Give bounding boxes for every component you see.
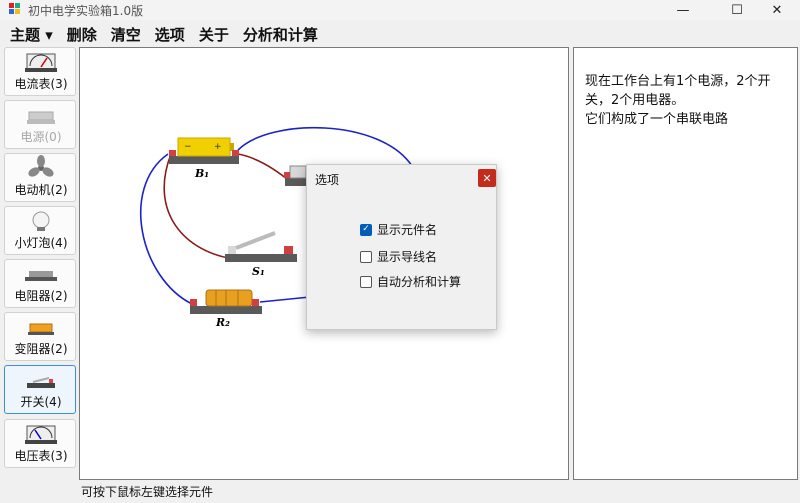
resistor-icon: [25, 271, 57, 281]
rheostat-icon: [28, 323, 54, 335]
menu-options[interactable]: 选项: [154, 25, 185, 44]
tool-rheostat[interactable]: 变阻器(2): [4, 312, 76, 361]
tool-label: 电源(0): [20, 130, 62, 144]
option-label: 显示元件名: [377, 223, 438, 237]
switch-icon: [27, 377, 55, 388]
resistor-r2[interactable]: R₂: [190, 289, 262, 329]
tool-label: 电动机(2): [14, 183, 68, 197]
checkbox-checked-icon[interactable]: ✓: [360, 223, 372, 236]
circuit-diagram: − + B₁ S₁ R₂: [139, 126, 413, 329]
bulb-icon: [32, 211, 50, 231]
svg-text:−: −: [184, 142, 192, 152]
component-toolbox: 电流表(3) 电源(0) 电动机(2) 小灯泡(4) 电阻器(2): [2, 47, 77, 480]
tool-voltmeter[interactable]: 电压表(3): [4, 419, 76, 468]
option-show-component-names[interactable]: ✓ 显示元件名: [360, 221, 437, 238]
minimize-icon[interactable]: —: [676, 2, 690, 18]
dialog-title: 选项: [315, 173, 340, 187]
voltmeter-icon: [25, 425, 57, 444]
close-window-icon[interactable]: ✕: [771, 2, 783, 18]
analysis-text: 现在工作台上有1个电源，2个开关，2个用电器。 它们构成了一个串联电路: [585, 74, 771, 127]
option-show-wire-names[interactable]: 显示导线名: [360, 248, 437, 265]
battery-b1[interactable]: − + B₁: [169, 137, 239, 180]
checkbox-unchecked-icon[interactable]: [360, 275, 372, 288]
tool-resistor[interactable]: 电阻器(2): [4, 259, 76, 308]
tool-battery[interactable]: 电源(0): [4, 100, 76, 149]
menu-analyze[interactable]: 分析和计算: [242, 25, 318, 44]
menu-delete[interactable]: 删除: [66, 25, 97, 44]
tool-bulb[interactable]: 小灯泡(4): [4, 206, 76, 255]
tool-label: 电阻器(2): [14, 289, 68, 303]
menu-bar: 主题 ▾ 删除 清空 选项 关于 分析和计算: [0, 22, 800, 46]
switch-label: S₁: [252, 265, 265, 278]
fan-motor-icon: [28, 155, 54, 177]
wire-blue-top: [237, 126, 413, 167]
battery-label: B₁: [194, 167, 209, 180]
tool-label: 开关(4): [20, 395, 62, 409]
battery-icon: [27, 111, 55, 124]
option-label: 自动分析和计算: [377, 275, 462, 289]
tool-label: 电压表(3): [14, 449, 68, 463]
option-label: 显示导线名: [377, 250, 438, 264]
dialog-close-button[interactable]: ✕: [478, 169, 496, 187]
tool-label: 变阻器(2): [14, 342, 68, 356]
svg-text:+: +: [214, 142, 222, 152]
ammeter-icon: [25, 53, 57, 72]
component-motor-partial[interactable]: [284, 165, 313, 186]
option-auto-analyze[interactable]: 自动分析和计算: [360, 273, 461, 290]
wire-red-battery-to-motor: [237, 153, 293, 184]
tool-ammeter[interactable]: 电流表(3): [4, 47, 76, 96]
tool-switch[interactable]: 开关(4): [4, 365, 76, 414]
menu-about[interactable]: 关于: [198, 25, 229, 44]
window-title: 初中电学实验箱1.0版: [28, 4, 144, 18]
options-dialog: 选项 ✕ ✓ 显示元件名 显示导线名 自动分析和计算: [306, 164, 497, 330]
menu-clear[interactable]: 清空: [110, 25, 141, 44]
maximize-icon[interactable]: ☐: [731, 2, 743, 18]
switch-s1[interactable]: S₁: [225, 231, 297, 278]
wire-blue-left: [139, 153, 193, 305]
app-icon: [9, 3, 20, 14]
analysis-panel: 现在工作台上有1个电源，2个开关，2个用电器。 它们构成了一个串联电路: [573, 47, 798, 480]
wire-red-battery-to-switch: [163, 153, 229, 259]
tool-label: 电流表(3): [14, 77, 68, 91]
status-text: 可按下鼠标左键选择元件: [81, 485, 214, 499]
resistor-label: R₂: [215, 316, 230, 329]
tool-motor[interactable]: 电动机(2): [4, 153, 76, 202]
tool-label: 小灯泡(4): [14, 236, 68, 250]
checkbox-unchecked-icon[interactable]: [360, 250, 372, 263]
menu-theme[interactable]: 主题 ▾: [10, 25, 53, 44]
title-bar: 初中电学实验箱1.0版 — ☐ ✕: [0, 0, 800, 20]
